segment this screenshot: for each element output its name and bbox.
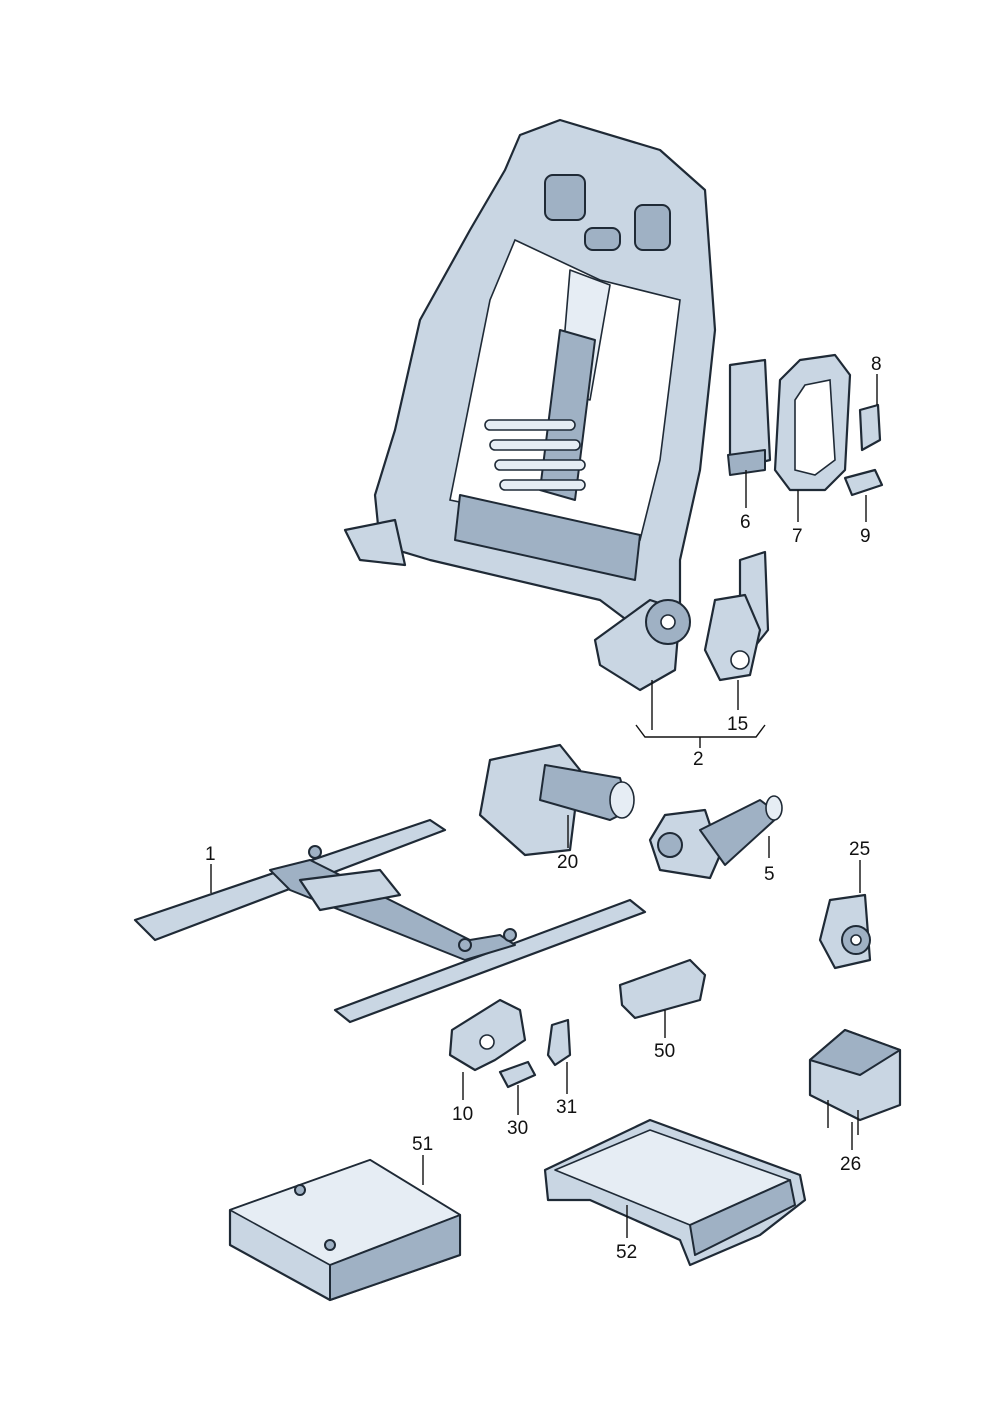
callout-31: 31 (556, 1097, 577, 1118)
callout-1: 1 (205, 844, 216, 865)
callout-10: 10 (452, 1104, 473, 1125)
callout-52: 52 (616, 1242, 637, 1263)
lumbar-rods (484, 419, 586, 491)
part-10-switch-base (448, 998, 527, 1072)
part-6-cover (727, 358, 772, 476)
part-1-seat-frame (133, 818, 647, 1024)
callout-5: 5 (764, 864, 775, 885)
leader-lines (210, 374, 878, 1238)
callout-9: 9 (860, 526, 871, 547)
part-20-motor-bracket (478, 743, 635, 857)
callout-51: 51 (412, 1134, 433, 1155)
callout-20: 20 (557, 852, 578, 873)
callout-2: 2 (693, 749, 704, 770)
part-52-tray (543, 1118, 807, 1267)
part-7-trim-frame (773, 353, 852, 492)
part-5-motor (648, 795, 783, 880)
callout-7: 7 (792, 526, 803, 547)
part-25-connector (818, 893, 872, 970)
part-9-switch-cap (843, 468, 884, 497)
callout-25: 25 (849, 839, 870, 860)
callout-labels: 1 2 5 6 7 8 9 10 15 20 25 26 30 31 50 51… (205, 354, 882, 1263)
part-26-relay (808, 1028, 902, 1135)
part-8-switch-cap (858, 403, 882, 452)
callout-30: 30 (507, 1118, 528, 1139)
seat-back-frame (343, 118, 717, 692)
part-50-holder (618, 958, 707, 1020)
callout-26: 26 (840, 1154, 861, 1175)
part-31-knob (546, 1018, 572, 1067)
part-51-control-unit (228, 1158, 462, 1302)
callout-15: 15 (727, 714, 748, 735)
callout-50: 50 (654, 1041, 675, 1062)
part-15-recliner-motor (703, 550, 770, 682)
part-30-knob (498, 1060, 537, 1089)
callout-8: 8 (871, 354, 882, 375)
callout-6: 6 (740, 512, 751, 533)
